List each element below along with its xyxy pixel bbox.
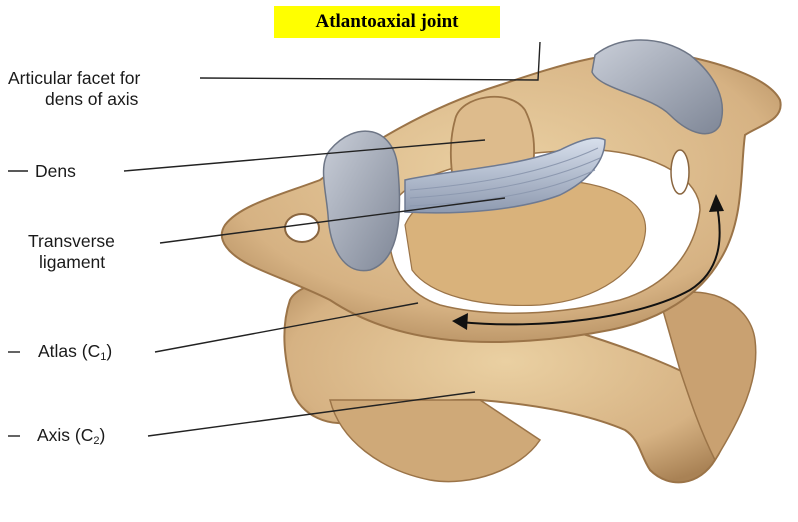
label-transverse-line2: ligament [28,252,115,273]
label-axis-close: ) [100,425,106,445]
label-dens: Dens [35,161,76,182]
label-articular-facet-line1: Articular facet for [8,68,140,89]
leader-articular-facet [200,42,540,80]
label-axis: Axis (C2) [37,425,105,452]
label-axis-text: Axis (C [37,425,93,445]
label-transverse-line1: Transverse [28,231,115,252]
label-transverse-ligament: Transverse ligament [28,231,115,273]
label-articular-facet: Articular facet for dens of axis [8,68,140,110]
label-atlas: Atlas (C1) [38,341,112,368]
label-atlas-text: Atlas (C [38,341,100,361]
label-articular-facet-line2: dens of axis [8,89,140,110]
diagram-title: Atlantoaxial joint [274,6,500,38]
label-atlas-close: ) [106,341,112,361]
